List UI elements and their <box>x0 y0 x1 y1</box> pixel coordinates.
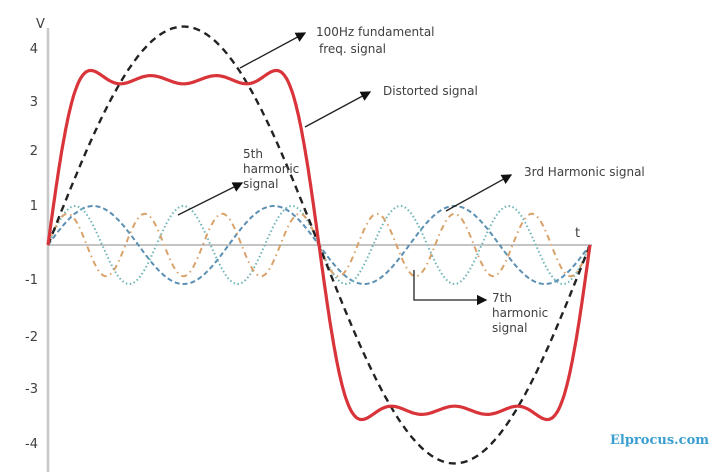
fifth-label-line1: 5th <box>243 147 263 161</box>
distorted-signal-curve <box>46 68 592 422</box>
distorted-arrow <box>304 91 372 128</box>
fundamental-arrow <box>239 32 307 69</box>
y-tick-2: 2 <box>29 144 38 159</box>
y-tick-neg3: -3 <box>25 382 38 397</box>
y-tick-4: 4 <box>29 42 38 57</box>
fifth-label-line2: harmonic <box>243 162 300 176</box>
y-tick-neg1: -1 <box>25 273 38 288</box>
fifth-label-line3: signal <box>243 177 279 191</box>
x-axis-label: t <box>575 226 581 241</box>
distorted-label: Distorted signal <box>383 84 478 98</box>
third-label: 3rd Harmonic signal <box>524 165 645 179</box>
watermark: Elprocus.com <box>610 433 710 448</box>
fifth-harmonic-curve <box>47 204 591 286</box>
seventh-label-line3: signal <box>492 321 528 335</box>
seventh-label-line1: 7th <box>492 291 512 305</box>
y-tick-neg2: -2 <box>25 330 38 345</box>
fifth-harmonic-arrow <box>177 182 244 216</box>
y-axis-label: V <box>36 17 45 32</box>
fundamental-label-line2: freq. signal <box>319 42 387 56</box>
y-tick-1: 1 <box>29 199 38 214</box>
seventh-harmonic-arrow <box>413 270 488 306</box>
y-tick-neg4: -4 <box>25 437 38 452</box>
y-tick-3: 3 <box>29 95 38 110</box>
fundamental-label-line1: 100Hz fundamental <box>316 25 435 39</box>
seventh-label-line2: harmonic <box>492 306 549 320</box>
third-harmonic-arrow <box>445 174 513 212</box>
